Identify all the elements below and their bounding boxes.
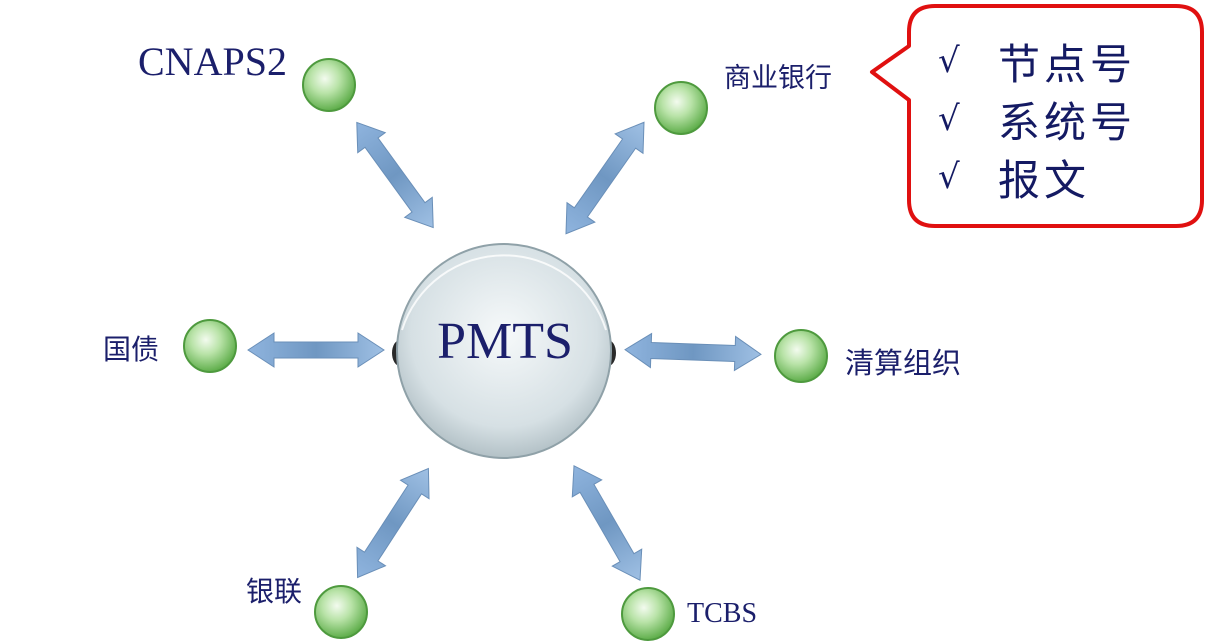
arrow-cnaps2-pmts [356,121,434,229]
node-tcbs [621,587,675,641]
checkmark-icon: √ [938,99,960,139]
node-label-treasury-bonds: 国债 [103,333,160,366]
callout-item: √ 节点号 [938,32,1136,90]
arrow-clearing-pmts [624,332,762,372]
node-commercial-bank [654,81,708,135]
arrow-unionpay-pmts [356,467,430,579]
node-label-clearing-org: 清算组织 [845,346,962,380]
node-cnaps2 [302,58,356,112]
checkmark-icon: √ [938,41,960,81]
callout-item-text: 报文 [998,155,1091,205]
callout-item-text: 系统号 [998,97,1137,147]
arrow-tcbs-pmts [571,465,643,581]
callout-item: √ 报文 [938,148,1136,206]
callout-bubble [870,4,1204,228]
node-label-commercial-bank: 商业银行 [724,63,832,94]
node-treasury-bonds [183,319,237,373]
checkmark-icon: √ [938,157,960,197]
hub-label: PMTS [437,313,573,370]
node-label-cnaps2: CNAPS2 [138,39,287,84]
callout-item-text: 节点号 [998,39,1137,89]
callout-item: √ 系统号 [938,90,1136,148]
pmts-hub [392,243,616,459]
arrow-treasury-pmts [247,332,385,368]
callout-list: √ 节点号 √ 系统号 √ 报文 [938,32,1136,206]
node-label-tcbs: TCBS [687,598,758,629]
node-label-unionpay: 银联 [246,575,303,608]
node-clearing-org [774,329,828,383]
arrow-bank-pmts [565,121,645,235]
node-unionpay [314,585,368,639]
